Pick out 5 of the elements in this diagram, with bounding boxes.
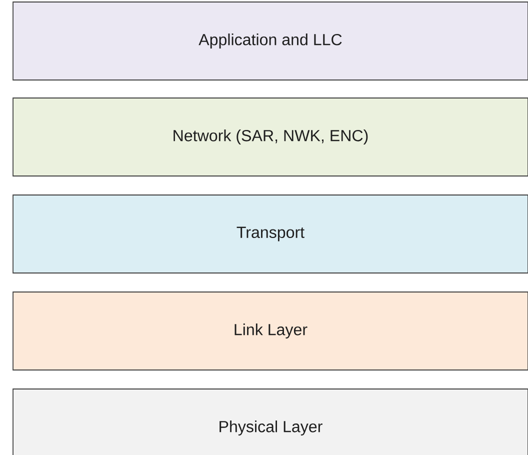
layer-box: Network (SAR, NWK, ENC) — [12, 98, 528, 176]
layer-box: Application and LLC — [12, 2, 528, 80]
layer-box: Physical Layer — [12, 388, 528, 455]
layer-box: Link Layer — [12, 292, 528, 370]
layer-box: Transport — [12, 194, 528, 274]
